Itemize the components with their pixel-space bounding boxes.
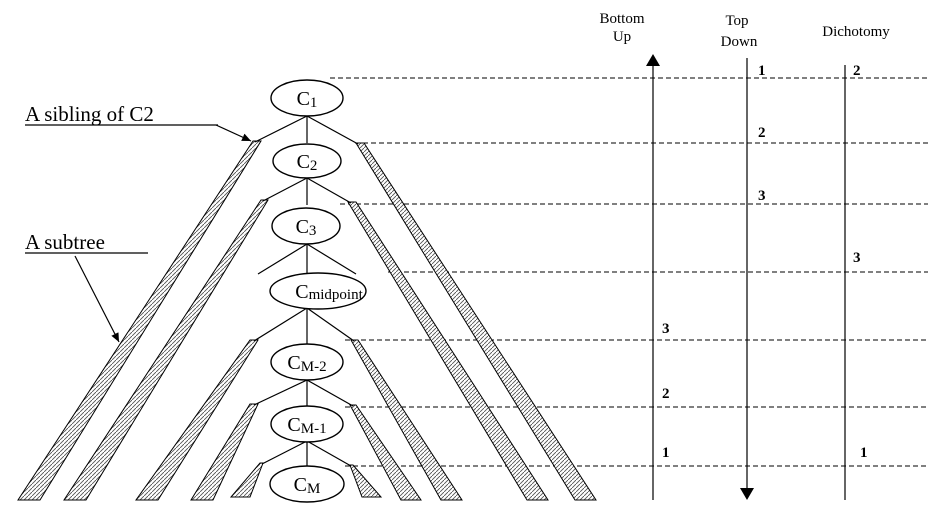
- node-c1: C1: [270, 79, 344, 117]
- tree-edge: [257, 243, 308, 275]
- right-subtrees: [347, 142, 597, 501]
- sibling-arrow-icon: [215, 124, 252, 142]
- tree-edge: [306, 307, 355, 342]
- tree-edge: [253, 379, 308, 406]
- subtree-shape: [350, 339, 463, 501]
- left-subtrees: [17, 140, 269, 501]
- node-label: CM: [294, 474, 321, 497]
- subtree-shape: [347, 201, 549, 501]
- subtree-shape: [355, 142, 597, 501]
- tree-edges: [253, 115, 359, 467]
- node-label: C3: [296, 216, 317, 239]
- node-ellipse: [270, 343, 344, 381]
- tree-edge: [306, 379, 354, 407]
- top-down-header: Top: [725, 13, 748, 29]
- node-ellipse: [269, 465, 345, 503]
- column-headers: Bottom Up Top Down Dichotomy: [599, 11, 890, 50]
- node-cm-2: CM-2: [270, 343, 344, 381]
- node-label: Cmidpoint: [295, 281, 363, 303]
- sibling-label: A sibling of C2: [25, 102, 154, 126]
- top-down-step: 3: [758, 188, 766, 204]
- node-label: C2: [297, 151, 318, 174]
- subtree-label: A subtree: [25, 230, 105, 254]
- subtree-arrow-icon: [74, 255, 120, 343]
- top-down-step: 1: [758, 63, 766, 79]
- level-lines: [330, 77, 928, 467]
- node-ellipse: [270, 79, 344, 117]
- node-label: CM-1: [287, 414, 326, 437]
- tree-edge: [262, 177, 308, 202]
- subtree-shape: [229, 462, 264, 498]
- tree-edge: [254, 115, 308, 143]
- sibling-annotation: A sibling of C2: [25, 102, 252, 142]
- bottom-up-steps: 3 2 1: [662, 321, 670, 461]
- direction-axes: [646, 54, 846, 500]
- tree-edge: [261, 440, 308, 465]
- top-down-header: Down: [721, 34, 758, 50]
- tree-nodes: C1 C2 C3 Cmidpoint CM-2: [269, 79, 367, 503]
- node-ellipse: [269, 272, 367, 310]
- dichotomy-steps: 2 3 1: [853, 63, 868, 461]
- subtree-shape: [349, 404, 422, 501]
- top-down-step: 2: [758, 125, 766, 141]
- node-cmidpoint: Cmidpoint: [269, 272, 367, 310]
- dichotomy-step: 3: [853, 250, 861, 266]
- bottom-up-step: 3: [662, 321, 670, 337]
- bottom-up-arrowhead-icon: [646, 54, 660, 66]
- node-label: CM-2: [287, 352, 326, 375]
- top-down-arrowhead-icon: [740, 488, 754, 500]
- tree-edge: [306, 177, 352, 204]
- node-ellipse: [271, 207, 341, 245]
- node-ellipse: [270, 405, 344, 443]
- dichotomy-step: 1: [860, 445, 868, 461]
- bottom-up-header: Bottom: [599, 11, 644, 27]
- tree-edge: [306, 243, 357, 275]
- bottom-up-step: 2: [662, 386, 670, 402]
- tree-edge: [306, 115, 359, 145]
- bottom-up-header: Up: [613, 29, 631, 45]
- node-cm-1: CM-1: [270, 405, 344, 443]
- subtree-shape: [349, 464, 383, 498]
- node-ellipse: [272, 143, 342, 179]
- tree-edge: [306, 440, 352, 467]
- node-label: C1: [297, 88, 318, 111]
- bottom-up-step: 1: [662, 445, 670, 461]
- node-c3: C3: [271, 207, 341, 245]
- node-c2: C2: [272, 143, 342, 179]
- node-cm: CM: [269, 465, 345, 503]
- tree-edge: [253, 307, 308, 342]
- top-down-steps: 1 2 3: [758, 63, 766, 204]
- dichotomy-step: 2: [853, 63, 861, 79]
- subtree-annotation: A subtree: [25, 230, 148, 343]
- dichotomy-header: Dichotomy: [822, 24, 890, 40]
